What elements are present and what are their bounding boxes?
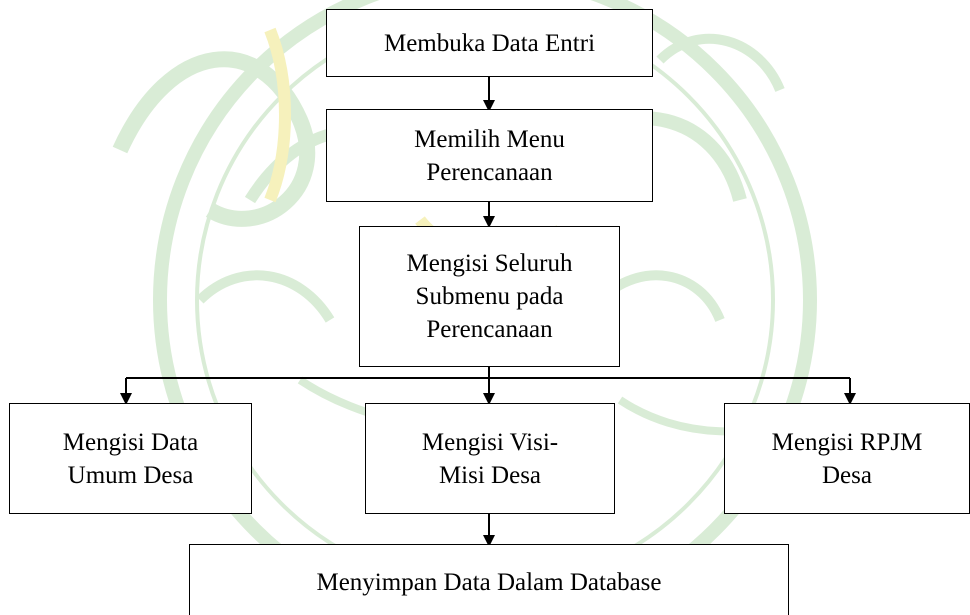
node-label: Mengisi RPJM Desa <box>771 428 923 489</box>
node-label: Mengisi Visi- Misi Desa <box>421 428 559 489</box>
node-label: Menyimpan Data Dalam Database <box>316 568 662 596</box>
node-label: Membuka Data Entri <box>383 29 596 57</box>
node-menyimpan-data-dalam-database: Menyimpan Data Dalam Database <box>189 544 789 615</box>
node-mengisi-visi-misi-desa: Mengisi Visi- Misi Desa <box>365 403 615 514</box>
node-label: Mengisi Data Umum Desa <box>62 428 199 489</box>
node-label: Memilih Menu Perencanaan <box>414 125 565 186</box>
node-mengisi-rpjm-desa: Mengisi RPJM Desa <box>724 403 970 514</box>
node-label: Mengisi Seluruh Submenu pada Perencanaan <box>406 250 573 343</box>
node-mengisi-data-umum-desa: Mengisi Data Umum Desa <box>9 403 252 514</box>
node-membuka-data-entri: Membuka Data Entri <box>326 9 653 77</box>
node-mengisi-seluruh-submenu: Mengisi Seluruh Submenu pada Perencanaan <box>359 226 620 367</box>
node-memilih-menu-perencanaan: Memilih Menu Perencanaan <box>326 109 653 202</box>
